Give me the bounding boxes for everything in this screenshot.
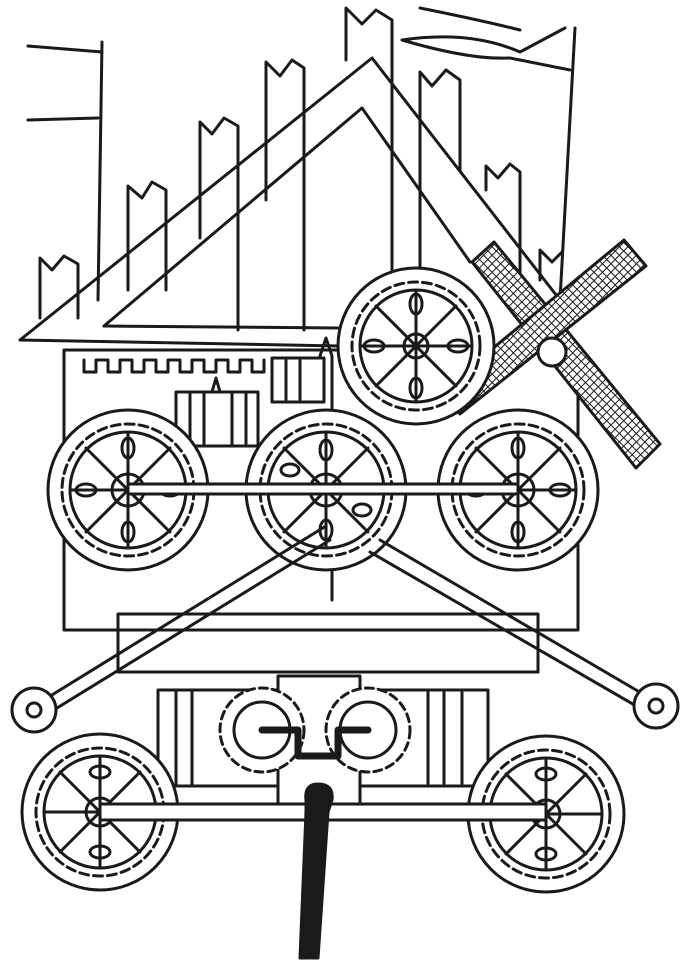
top-wheel: [338, 268, 494, 424]
middle-axle: [128, 484, 518, 494]
cart: [158, 676, 488, 804]
left-flag: [28, 42, 102, 300]
roof: [20, 58, 560, 346]
struts: [12, 526, 678, 732]
base-tongs: [300, 784, 332, 958]
right-flag: [402, 8, 575, 300]
back-planks: [40, 8, 562, 330]
